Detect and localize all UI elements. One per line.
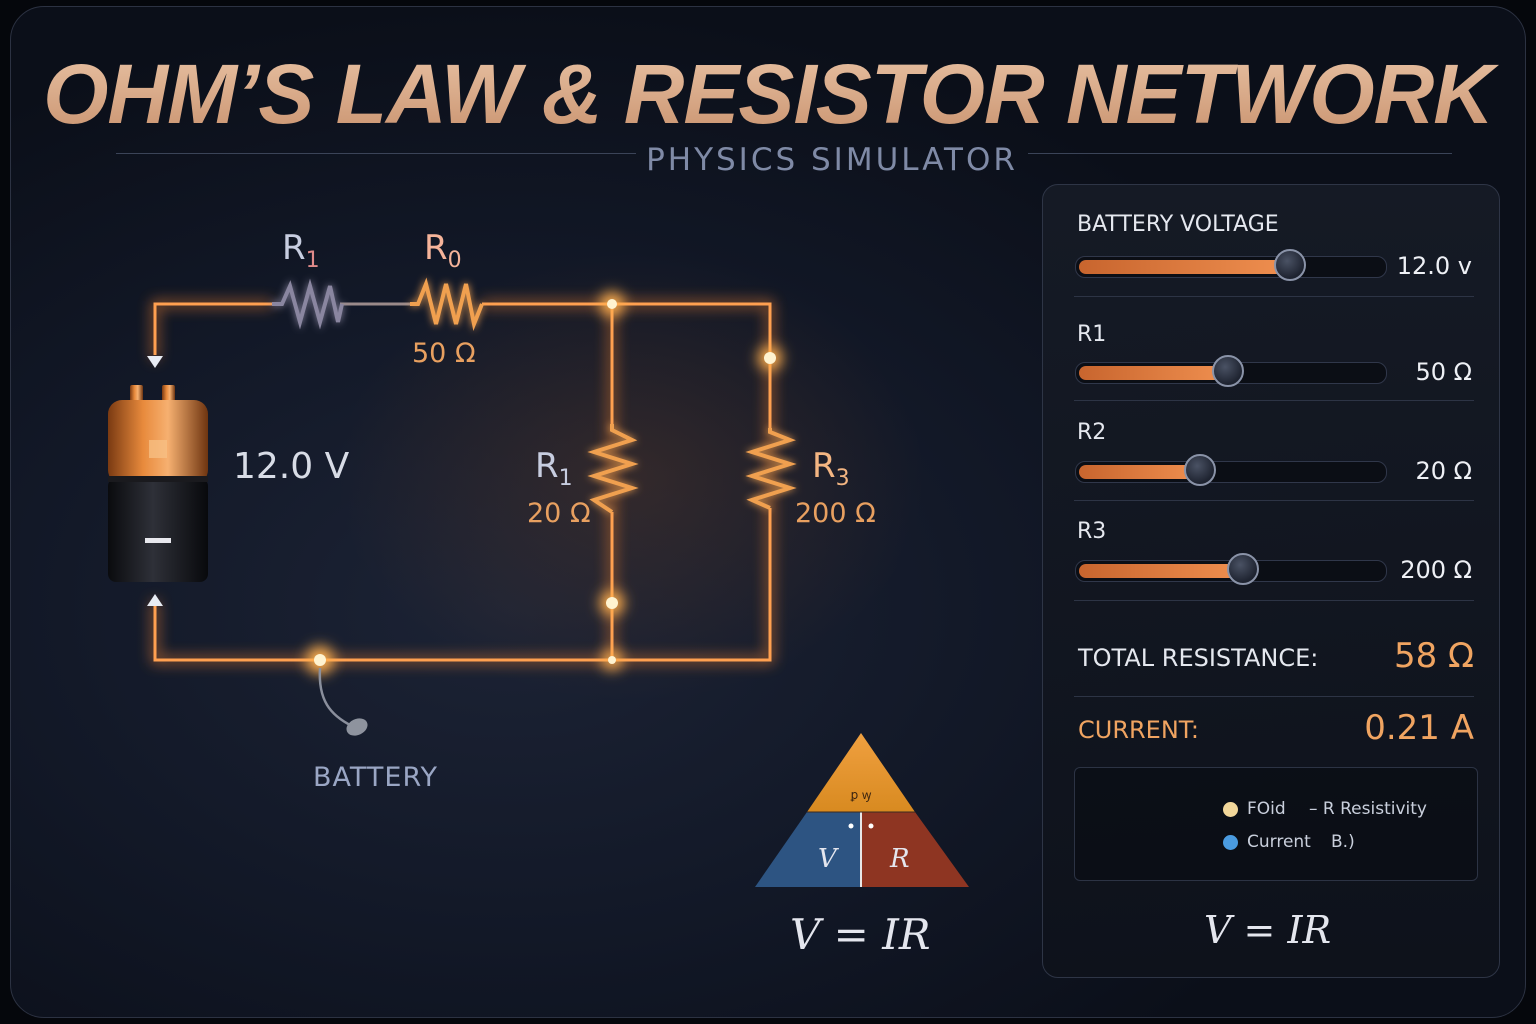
- legend-dot-field: [1223, 802, 1238, 817]
- slider-label-0: BATTERY VOLTAGE: [1077, 212, 1279, 237]
- wires: [153, 302, 772, 662]
- slider-label-2: R2: [1077, 420, 1107, 445]
- slider-fill-1: [1079, 366, 1231, 380]
- battery-caption: BATTERY: [313, 762, 438, 793]
- slider-track-0[interactable]: [1075, 249, 1387, 281]
- resistor-value-r0: 50 Ω: [412, 338, 476, 369]
- slider-value-2: 20 Ω: [1415, 457, 1472, 485]
- resistor-label-r0: R0: [424, 228, 462, 273]
- subtitle-line-right: [1028, 153, 1452, 154]
- page-subtitle: PHYSICS SIMULATOR: [646, 142, 1018, 178]
- slider-label-3: R3: [1077, 519, 1107, 544]
- slider-value-1: 50 Ω: [1415, 358, 1472, 386]
- legend-extra-field: – R Resistivity: [1309, 799, 1427, 819]
- resistor-r0: [410, 277, 484, 331]
- slider-knob-3[interactable]: [1227, 553, 1259, 585]
- legend-box: FOid – R Resistivity Current B.): [1074, 767, 1478, 881]
- resistor-label-r1-top: R1: [282, 228, 320, 273]
- slider-value-3: 200 Ω: [1400, 556, 1472, 584]
- arrow-down-icon: [147, 356, 163, 368]
- resistor-label-r3: R3: [812, 446, 850, 491]
- triangle-top-text: ꝑ ꝡ: [850, 788, 872, 802]
- slider-fill-0: [1079, 260, 1293, 274]
- ohms-law-triangle: [755, 733, 969, 887]
- slider-separator-0: [1074, 296, 1474, 297]
- slider-label-1: R1: [1077, 322, 1107, 347]
- slider-track-2[interactable]: [1075, 454, 1387, 486]
- resistor-value-r1-mid: 20 Ω: [527, 498, 591, 529]
- junction-nodes: [306, 292, 782, 674]
- current-value: 0.21 A: [1364, 708, 1474, 748]
- subtitle-line-left: [116, 153, 636, 154]
- legend-text-current: Current: [1247, 832, 1311, 852]
- resistor-r3: [745, 428, 797, 510]
- legend-text-field: FOid: [1247, 799, 1286, 819]
- slider-knob-1[interactable]: [1212, 355, 1244, 387]
- triangle-v: V: [818, 844, 837, 874]
- separator: [1074, 696, 1474, 697]
- legend-extra-current: B.): [1331, 832, 1355, 852]
- resistor-r1-mid: [587, 424, 639, 514]
- legend-dot-current: [1223, 835, 1238, 850]
- panel-formula: V = IR: [1204, 908, 1332, 952]
- resistor-r1-top: [272, 278, 344, 330]
- resistor-value-r3: 200 Ω: [795, 498, 876, 529]
- total-resistance-value: 58 Ω: [1393, 636, 1474, 676]
- probe-cable: [318, 667, 353, 728]
- arrow-up-icon: [147, 594, 163, 606]
- slider-track-1[interactable]: [1075, 355, 1387, 387]
- ohms-law-formula: V = IR: [790, 910, 931, 959]
- slider-fill-2: [1079, 465, 1203, 479]
- probe-tip: [346, 718, 368, 736]
- total-resistance-label: TOTAL RESISTANCE:: [1078, 644, 1319, 672]
- slider-separator-1: [1074, 400, 1474, 401]
- page-title: OHM’S LAW & RESISTOR NETWORK: [0, 46, 1536, 143]
- slider-value-0: 12.0 v: [1396, 252, 1472, 280]
- resistor-label-r1-mid: R1: [535, 446, 573, 491]
- battery-icon: [108, 385, 208, 582]
- slider-knob-0[interactable]: [1274, 249, 1306, 281]
- slider-separator-2: [1074, 500, 1474, 501]
- slider-track-3[interactable]: [1075, 553, 1387, 585]
- slider-fill-3: [1079, 564, 1246, 578]
- slider-separator-3: [1074, 600, 1474, 601]
- battery-voltage-label: 12.0 V: [233, 446, 350, 487]
- current-label: CURRENT:: [1078, 716, 1199, 744]
- triangle-r: R: [890, 844, 910, 874]
- slider-knob-2[interactable]: [1184, 454, 1216, 486]
